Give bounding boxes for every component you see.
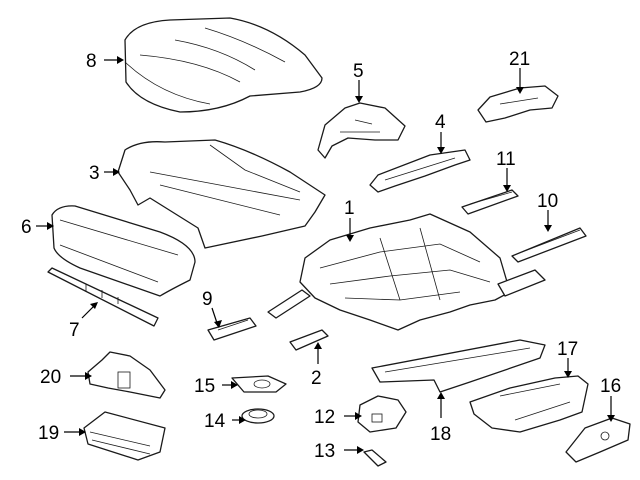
part-20-mount: [87, 351, 166, 399]
arrowhead-4: [437, 147, 445, 154]
arrowhead-18: [437, 392, 445, 399]
arrowhead-9: [214, 320, 222, 328]
part-8-seat-cover: [124, 17, 323, 113]
callout-11: 11: [496, 149, 516, 170]
part-18-bar: [371, 339, 546, 393]
callout-10: 10: [537, 191, 558, 212]
part-10-rail: [511, 227, 587, 263]
callout-3: 3: [89, 163, 100, 184]
callout-8: 8: [86, 51, 97, 72]
arrowhead-13: [357, 446, 364, 454]
callout-16: 16: [600, 376, 621, 397]
arrowhead-20: [85, 372, 92, 380]
arrowhead-8: [117, 56, 124, 64]
part-1-seat-frame: [267, 213, 546, 331]
part-19-block: [83, 411, 166, 461]
callout-7: 7: [69, 320, 80, 341]
callout-14: 14: [204, 411, 226, 432]
part-14-motor: [241, 408, 275, 424]
arrowhead-6: [47, 222, 54, 230]
part-2-bracket: [289, 329, 329, 351]
arrowhead-21: [516, 87, 524, 94]
part-11-rail: [461, 189, 519, 215]
callout-6: 6: [21, 217, 32, 238]
arrowhead-7: [90, 302, 98, 309]
callout-5: 5: [353, 61, 364, 82]
arrowhead-10: [544, 225, 552, 232]
part-21-cover: [477, 85, 559, 123]
callout-12: 12: [314, 407, 335, 428]
arrowhead-5: [355, 96, 363, 103]
part-3-seat-pan: [117, 139, 326, 249]
arrowhead-2: [314, 342, 322, 349]
part-6-cushion-pad: [51, 205, 196, 297]
part-5-trim-bracket: [317, 102, 406, 159]
part-13-strap: [363, 449, 387, 467]
arrowhead-19: [79, 428, 86, 436]
arrowhead-11: [503, 185, 511, 192]
part-16-switch: [565, 417, 631, 463]
callout-15: 15: [194, 376, 215, 397]
callout-1: 1: [344, 198, 355, 219]
callout-2: 2: [311, 368, 322, 389]
arrowhead-12: [355, 412, 362, 420]
part-7-trim-strip: [47, 267, 159, 327]
callout-13: 13: [314, 441, 335, 462]
arrowhead-1: [346, 235, 354, 242]
part-17-side-shield: [469, 375, 589, 433]
part-9-clip: [207, 317, 257, 341]
part-15-bracket: [231, 375, 287, 393]
arrowhead-3: [113, 168, 120, 176]
arrowhead-14: [239, 416, 246, 424]
callout-21: 21: [509, 49, 530, 70]
callout-17: 17: [557, 339, 578, 360]
callout-9: 9: [202, 289, 213, 310]
callout-4: 4: [435, 112, 446, 133]
part-4-side-trim: [369, 149, 471, 193]
arrowhead-16: [607, 415, 615, 422]
callout-20: 20: [40, 367, 61, 388]
arrowhead-17: [564, 371, 572, 378]
part-12-module: [357, 395, 407, 433]
arrowhead-15: [231, 381, 238, 389]
callout-19: 19: [38, 423, 59, 444]
callout-18: 18: [430, 424, 451, 445]
